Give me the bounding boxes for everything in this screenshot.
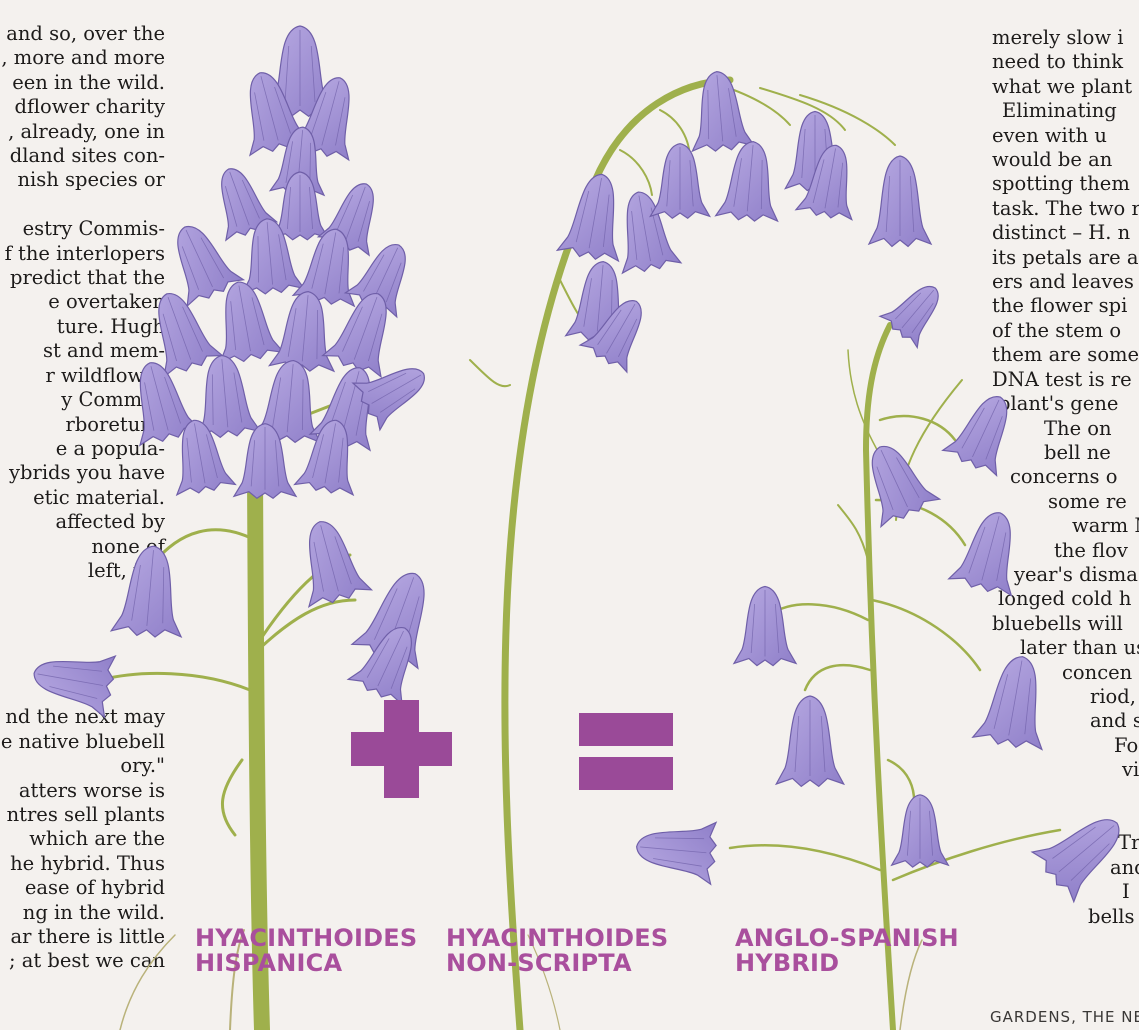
label-hyacinthoides-non-scripta: HYACINTHOIDES NON-SCRIPTA bbox=[446, 926, 668, 976]
stem bbox=[620, 150, 652, 195]
label-hyacinthoides-hispanica: HYACINTHOIDES HISPANICA bbox=[195, 926, 417, 976]
stem bbox=[730, 845, 880, 870]
grass-blade bbox=[120, 935, 175, 1030]
bell-flower bbox=[892, 795, 949, 867]
stem bbox=[152, 530, 255, 565]
bell-flower bbox=[288, 513, 372, 608]
bell-flower bbox=[879, 272, 954, 348]
bell-flower bbox=[869, 156, 931, 246]
bell-flower bbox=[650, 144, 709, 219]
bell-flower bbox=[29, 643, 118, 718]
stem bbox=[258, 600, 355, 650]
stem bbox=[222, 760, 242, 835]
equals-sign bbox=[579, 713, 673, 790]
stem bbox=[770, 604, 868, 620]
label-anglo-spanish-hybrid: ANGLO-SPANISH HYBRID bbox=[735, 926, 959, 976]
label-line: ANGLO-SPANISH bbox=[735, 926, 959, 951]
bell-flower bbox=[716, 139, 785, 223]
stem bbox=[805, 665, 870, 690]
bell-flower bbox=[686, 69, 755, 153]
stem bbox=[100, 673, 250, 690]
label-line: HISPANICA bbox=[195, 951, 417, 976]
stem bbox=[888, 760, 914, 805]
bell-flower bbox=[111, 543, 189, 639]
label-line: HYACINTHOIDES bbox=[195, 926, 417, 951]
bell-flower bbox=[942, 385, 1027, 478]
bell-flower bbox=[634, 816, 718, 885]
label-line: HYACINTHOIDES bbox=[446, 926, 668, 951]
bell-flower bbox=[948, 504, 1031, 597]
bell-flower bbox=[972, 651, 1057, 752]
stem bbox=[872, 600, 980, 670]
label-line: NON-SCRIPTA bbox=[446, 951, 668, 976]
page-footer: GARDENS, THE NE bbox=[990, 1008, 1139, 1026]
bell-flower bbox=[1030, 798, 1137, 903]
label-line: HYBRID bbox=[735, 951, 959, 976]
leaf bbox=[470, 360, 510, 386]
bell-flower bbox=[776, 696, 844, 786]
plus-sign bbox=[351, 700, 452, 798]
stem bbox=[880, 416, 955, 440]
bell-flower bbox=[734, 587, 796, 666]
stem bbox=[505, 80, 730, 1030]
stem bbox=[838, 505, 868, 560]
